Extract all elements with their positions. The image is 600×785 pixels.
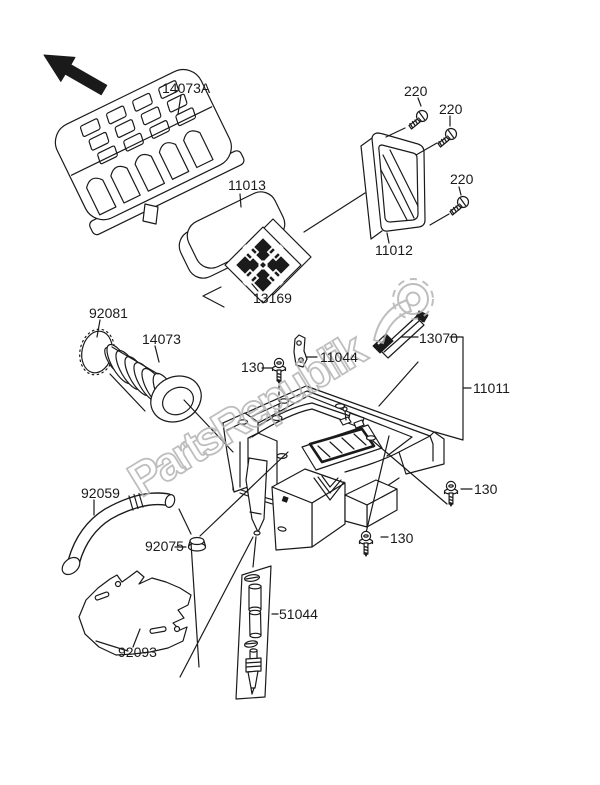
part-filter-frame-11012 <box>360 132 426 240</box>
gear-icon <box>392 278 434 320</box>
label-130-a: 130 <box>241 359 265 375</box>
part-labels: 14073A 11013 220 220 220 11012 13169 920… <box>81 80 510 660</box>
wrench-swoosh-icon <box>372 298 413 345</box>
screw-220-c <box>449 195 470 216</box>
label-130-b: 130 <box>474 481 498 497</box>
label-220-a: 220 <box>404 83 428 99</box>
label-14073A: 14073A <box>162 80 211 96</box>
label-14073: 14073 <box>142 331 181 347</box>
part-guard-plate-92093 <box>78 570 192 656</box>
part-bracket-11044 <box>293 334 308 368</box>
screw-220-a <box>408 109 429 130</box>
label-92093: 92093 <box>118 644 157 660</box>
part-air-cleaner-cap-14073A <box>54 68 245 236</box>
label-13070: 13070 <box>419 330 458 346</box>
label-11013: 11013 <box>228 177 266 193</box>
label-92059: 92059 <box>81 485 120 501</box>
label-220-c: 220 <box>450 171 474 187</box>
leader-lines <box>93 94 473 678</box>
label-92075: 92075 <box>145 538 184 554</box>
part-air-duct-14073 <box>104 343 202 423</box>
screw-130-b <box>443 480 459 507</box>
screw-130-c <box>358 530 374 557</box>
label-130-c: 130 <box>390 530 414 546</box>
screw-220-b <box>437 127 458 148</box>
part-damper-92075 <box>187 536 207 552</box>
part-breather-hose-92059 <box>61 492 176 576</box>
label-220-b: 220 <box>439 101 463 117</box>
part-filter-holder-13169 <box>202 218 312 308</box>
label-92081: 92081 <box>89 305 128 321</box>
label-11011: 11011 <box>473 380 510 396</box>
orientation-arrow-icon <box>43 54 108 96</box>
label-51044: 51044 <box>279 606 318 622</box>
part-drain-tube-assy-51044 <box>235 565 272 700</box>
label-11012: 11012 <box>375 242 413 258</box>
label-11044: 11044 <box>320 349 358 365</box>
label-13169: 13169 <box>253 290 292 306</box>
